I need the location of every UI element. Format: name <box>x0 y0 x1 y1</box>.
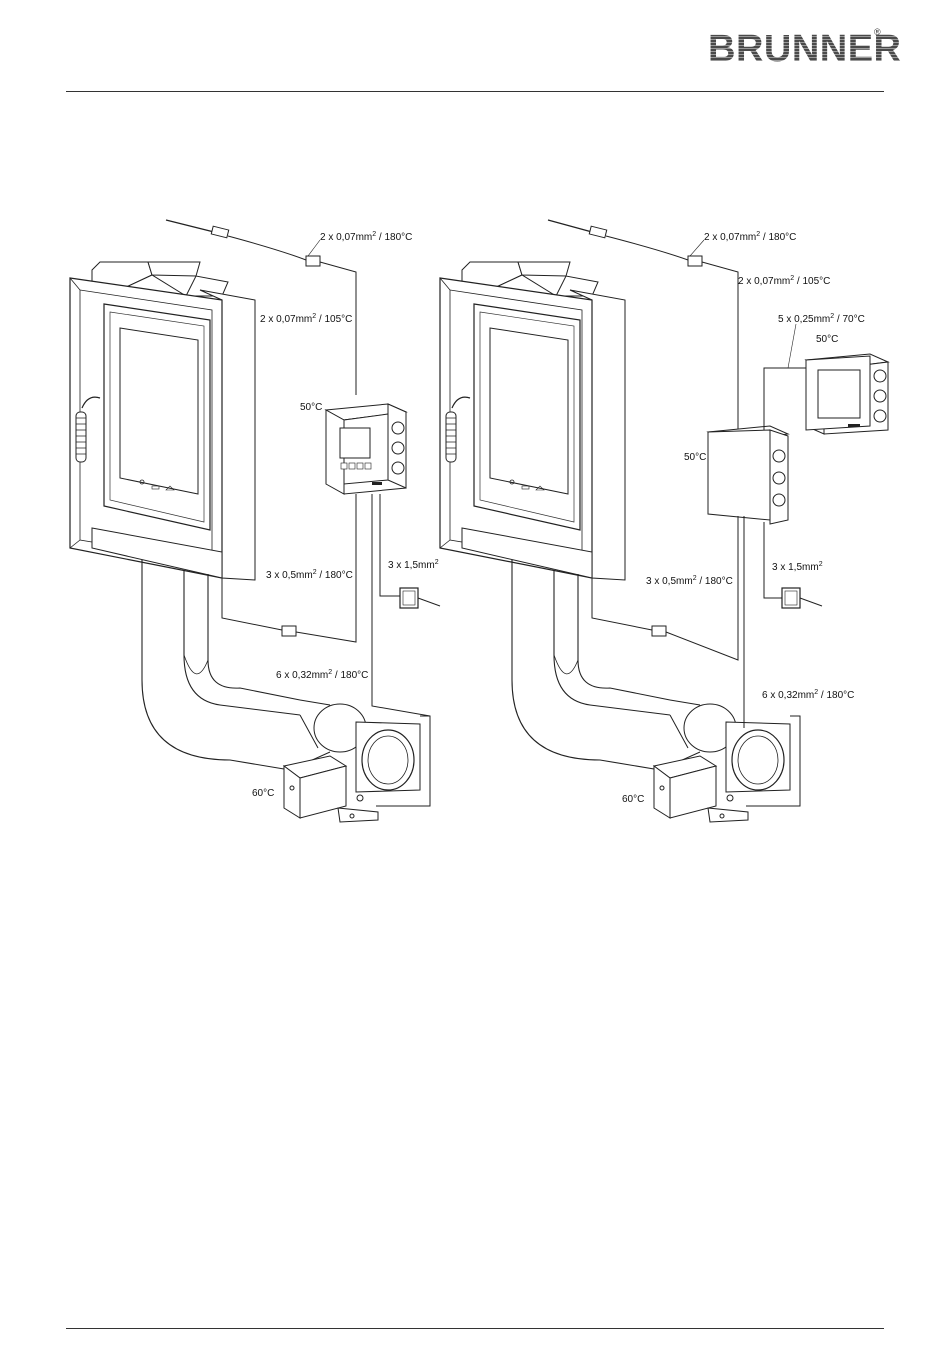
right-label-ext-cable: 2 x 0,07mm2 / 105°C <box>738 275 830 287</box>
right-label-sensor-cable: 2 x 0,07mm2 / 180°C <box>704 231 796 243</box>
left-diagram: 2 x 0,07mm2 / 180°C 2 x 0,07mm2 / 105°C … <box>70 220 440 822</box>
left-control-box <box>326 404 406 494</box>
left-label-power-cable: 3 x 1,5mm2 <box>388 559 439 571</box>
right-diagram: 2 x 0,07mm2 / 180°C 2 x 0,07mm2 / 105°C … <box>440 220 888 822</box>
left-label-control-temp: 50°C <box>300 402 322 413</box>
right-label-door-cable: 3 x 0,5mm2 / 180°C <box>646 575 733 587</box>
left-label-ext-cable: 2 x 0,07mm2 / 105°C <box>260 313 352 325</box>
right-label-motor-cable: 6 x 0,32mm2 / 180°C <box>762 689 854 701</box>
right-label-control-temp: 50°C <box>684 452 706 463</box>
right-control-box <box>708 426 788 524</box>
left-stove-illustration <box>70 262 430 822</box>
left-label-sensor-cable: 2 x 0,07mm2 / 180°C <box>320 231 412 243</box>
left-label-motor-cable: 6 x 0,32mm2 / 180°C <box>276 669 368 681</box>
right-label-display-cable: 5 x 0,25mm2 / 70°C <box>778 313 865 325</box>
left-label-door-cable: 3 x 0,5mm2 / 180°C <box>266 569 353 581</box>
right-label-power-cable: 3 x 1,5mm2 <box>772 561 823 573</box>
right-label-motor-temp: 60°C <box>622 794 644 805</box>
right-display-panel <box>806 354 888 434</box>
right-stove-illustration <box>440 262 800 822</box>
right-label-display-temp: 50°C <box>816 334 838 345</box>
left-label-motor-temp: 60°C <box>252 788 274 799</box>
